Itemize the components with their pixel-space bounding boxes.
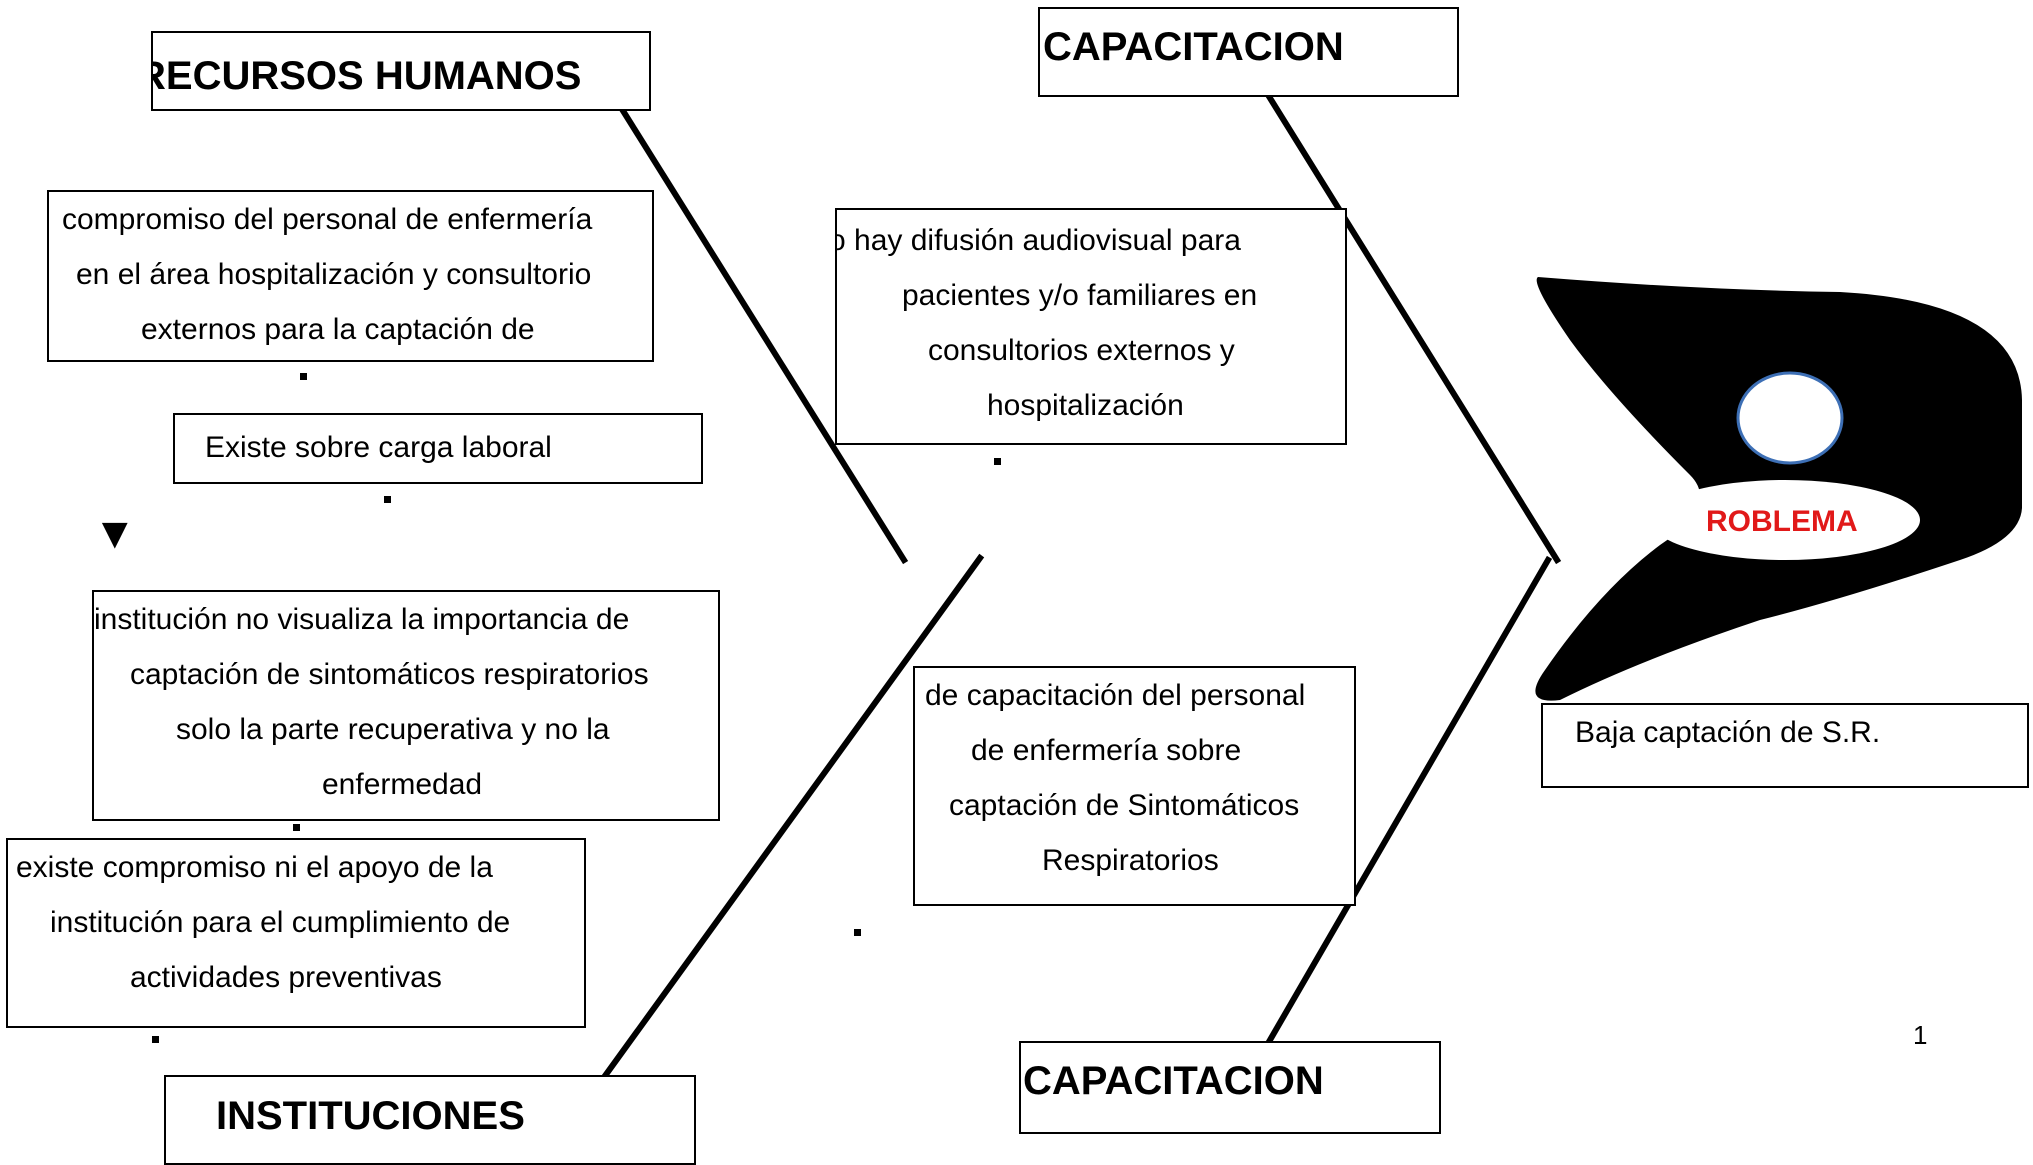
category-box-capacitacion-top: CAPACITACION	[1038, 7, 1459, 97]
cause-line: pacientes y/o familiares en	[902, 279, 1258, 312]
bone-capacitacion-top	[1260, 85, 1562, 565]
cause-line: existe compromiso ni el apoyo de la	[16, 851, 493, 884]
problem-description: Baja captación de S.R.	[1575, 716, 1881, 749]
bullet-marker	[994, 458, 1001, 465]
bone-instituciones	[597, 553, 985, 1085]
page-number: 1	[1913, 1020, 1928, 1050]
category-box-capacitacion-bottom: CAPACITACION	[1019, 1041, 1441, 1134]
cause-line: actividades preventivas	[130, 961, 442, 994]
bullet-marker	[384, 496, 391, 503]
category-title-recursos-humanos: RECURSOS HUMANOS	[151, 54, 582, 98]
cause-line: enfermedad	[322, 768, 483, 801]
cause-line: externos para la captación de	[141, 313, 535, 346]
category-box-recursos-humanos: RECURSOS HUMANOS	[151, 31, 651, 111]
category-title-capacitacion-top: CAPACITACION	[1043, 25, 1344, 69]
bullet-marker	[152, 1036, 159, 1043]
problem-ellipse	[1650, 480, 1920, 560]
cause-line: Respiratorios	[1042, 844, 1219, 877]
triangle-marker-icon: ▼	[93, 509, 137, 558]
cause-line: en el área hospitalización y consultorio	[76, 258, 592, 291]
cause-line: o hay difusión audiovisual para	[835, 224, 1241, 257]
cause-line: captación de sintomáticos respiratorios	[130, 658, 649, 691]
bullet-marker	[300, 373, 307, 380]
cause-box-compromiso-personal: compromiso del personal de enfermería en…	[47, 190, 654, 362]
cause-box-compromiso-apoyo: existe compromiso ni el apoyo de la inst…	[6, 838, 586, 1028]
cause-box-difusion-audiovisual: o hay difusión audiovisual para paciente…	[835, 208, 1347, 445]
bullet-marker	[854, 929, 861, 936]
problem-label: ROBLEMA	[1706, 505, 1858, 538]
cause-box-institucion-no-visualiza: institución no visualiza la importancia …	[92, 590, 720, 821]
cause-line: hospitalización	[987, 389, 1184, 422]
cause-line: captación de Sintomáticos	[949, 789, 1300, 822]
fish-eye-circle	[1736, 371, 1844, 465]
problem-description-box: Baja captación de S.R.	[1541, 703, 2029, 788]
cause-line: institución para el cumplimiento de	[50, 906, 511, 939]
cause-box-capacitacion-personal: de capacitación del personal de enfermer…	[913, 666, 1356, 906]
bullet-marker	[293, 824, 300, 831]
category-title-capacitacion-bottom: CAPACITACION	[1023, 1059, 1324, 1103]
cause-line: institución no visualiza la importancia …	[94, 603, 630, 636]
cause-line: de capacitación del personal	[925, 679, 1306, 712]
cause-line: de enfermería sobre	[971, 734, 1242, 767]
bone-capacitacion-bottom	[1265, 555, 1553, 1045]
cause-line: consultorios externos y	[928, 334, 1235, 367]
cause-line: solo la parte recuperativa y no la	[176, 713, 610, 746]
category-title-instituciones: INSTITUCIONES	[216, 1094, 525, 1138]
cause-line: compromiso del personal de enfermería	[62, 203, 593, 236]
cause-box-sobre-carga: Existe sobre carga laboral	[173, 413, 703, 484]
cause-line: Existe sobre carga laboral	[205, 431, 552, 464]
bone-recursos-humanos	[610, 93, 909, 565]
